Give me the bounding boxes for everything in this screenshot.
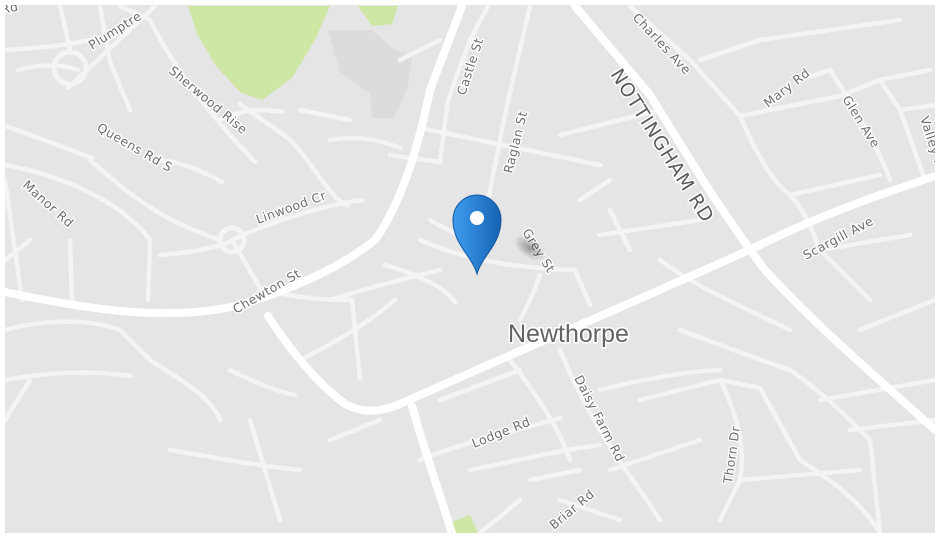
park-area <box>452 515 478 533</box>
place-label: Newthorpe <box>508 320 629 348</box>
building-cluster <box>328 30 412 118</box>
park-area <box>358 6 398 26</box>
roundabouts <box>51 49 247 255</box>
location-pin-icon[interactable] <box>452 194 550 276</box>
park-area <box>188 6 330 100</box>
